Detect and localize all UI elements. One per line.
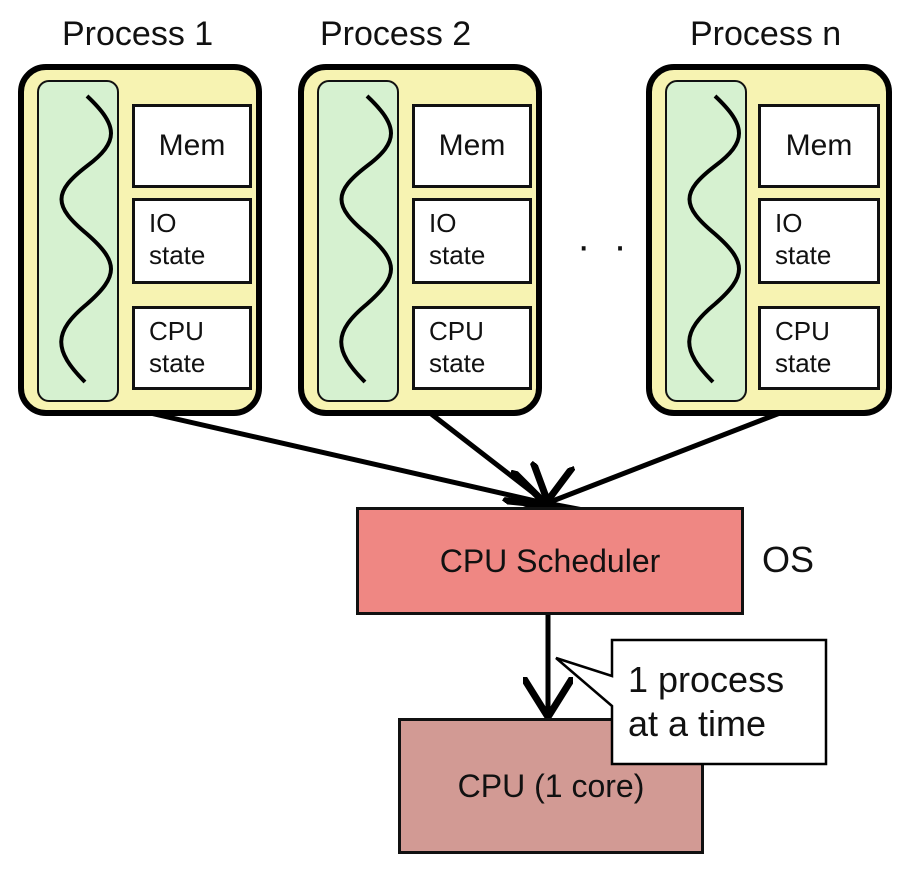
cpu-box: CPU (1 core) <box>398 718 704 854</box>
callout-text: 1 process at a time <box>628 658 784 746</box>
mem-box: Mem <box>412 104 532 188</box>
callout-line2: at a time <box>628 703 767 744</box>
io-label: IO <box>149 208 177 238</box>
cpu-scheduler-label: CPU Scheduler <box>439 542 661 579</box>
thread-panel <box>317 80 399 402</box>
io-label: IO <box>429 208 457 238</box>
thread-wave-icon <box>339 94 393 384</box>
cpu-state-box: CPU state <box>412 306 532 390</box>
process-title: Process 1 <box>62 15 214 53</box>
thread-wave-icon <box>59 94 113 384</box>
callout-line1: 1 process <box>628 659 785 700</box>
arrow-process1-to-scheduler <box>149 410 540 502</box>
io-state-box: IO state <box>758 198 880 284</box>
arrow-processn-to-scheduler <box>550 410 781 502</box>
os-label: OS <box>762 539 815 580</box>
cpu-scheduler-box: CPU Scheduler <box>356 507 744 615</box>
io-state-label: state <box>775 240 832 270</box>
io-state-label: state <box>429 240 486 270</box>
io-state-box: IO state <box>132 198 252 284</box>
cpu-state-label: state <box>775 348 832 378</box>
thread-panel <box>37 80 119 402</box>
cpu-label: CPU <box>149 316 204 346</box>
process-title: Process 2 <box>320 15 472 53</box>
io-label: IO <box>775 208 803 238</box>
cpu-state-box: CPU state <box>132 306 252 390</box>
mem-box: Mem <box>758 104 880 188</box>
thread-panel <box>665 80 747 402</box>
cpu-state-box: CPU state <box>758 306 880 390</box>
arrow-process2-to-scheduler <box>428 411 545 502</box>
cpu-state-label: state <box>429 348 486 378</box>
cpu-core-label: CPU (1 core) <box>457 767 645 804</box>
thread-wave-icon <box>687 94 741 384</box>
io-state-box: IO state <box>412 198 532 284</box>
process-title: Process n <box>690 15 842 53</box>
io-state-label: state <box>149 240 206 270</box>
cpu-label: CPU <box>775 316 830 346</box>
cpu-label: CPU <box>429 316 484 346</box>
mem-box: Mem <box>132 104 252 188</box>
cpu-state-label: state <box>149 348 206 378</box>
